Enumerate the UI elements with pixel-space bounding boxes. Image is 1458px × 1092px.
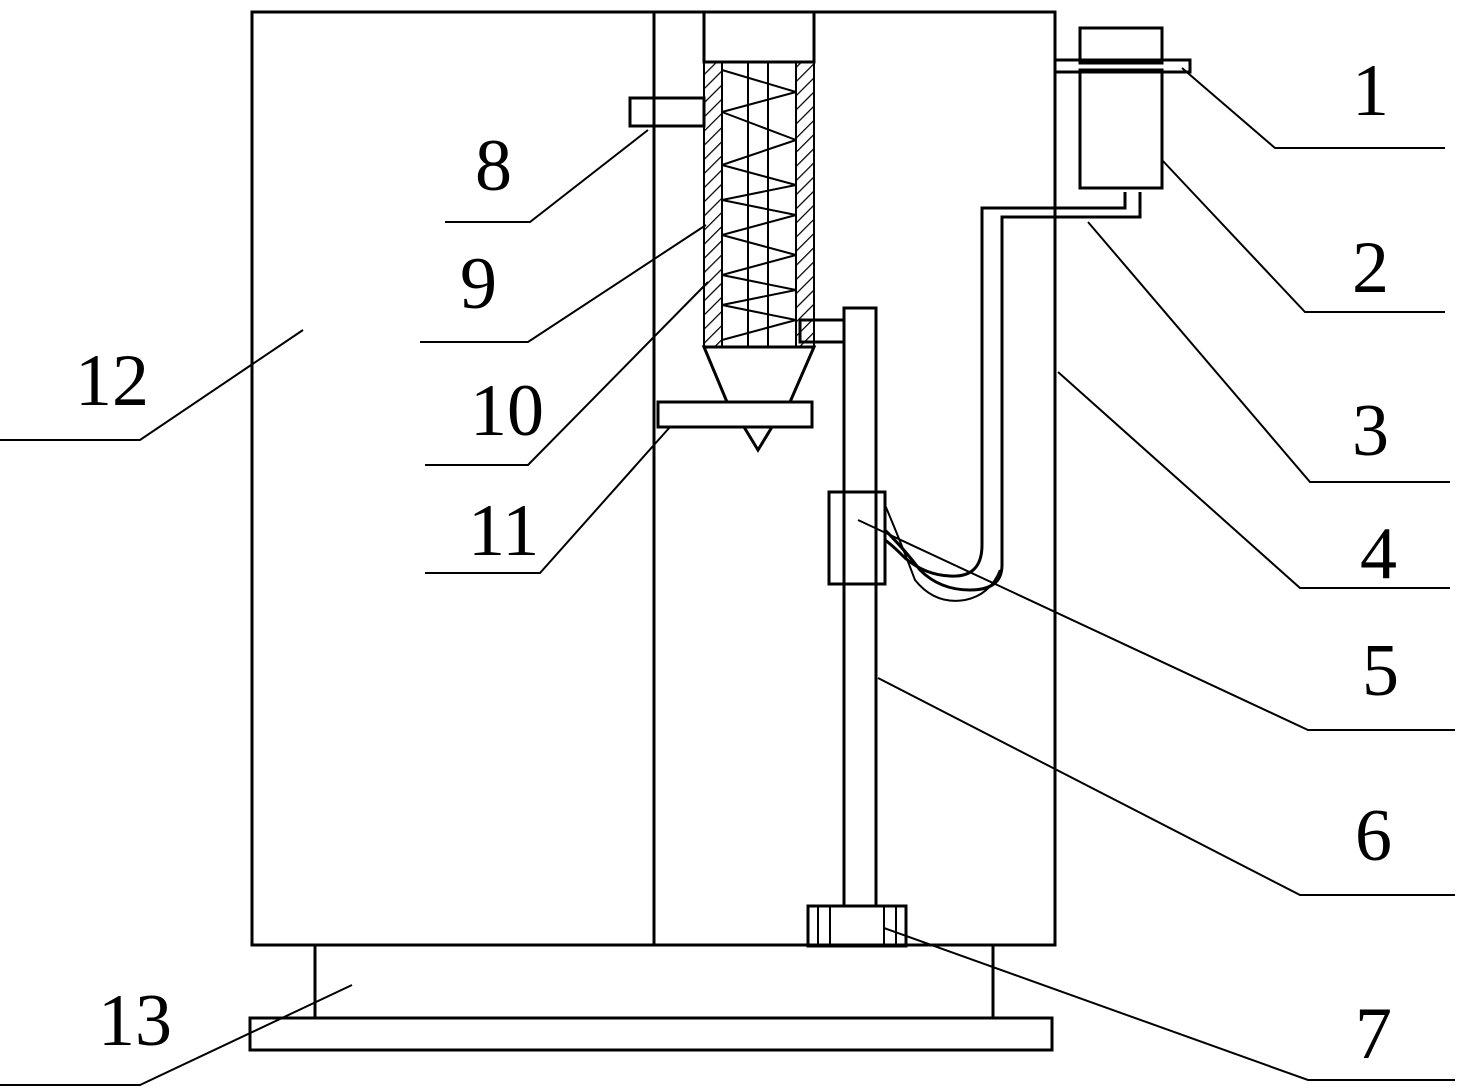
label-9: 9	[460, 243, 497, 325]
leader-lines	[0, 67, 1455, 1086]
leader-8	[445, 129, 649, 223]
leader-7	[883, 927, 1455, 1081]
label-10: 10	[470, 370, 544, 452]
leader-9	[420, 224, 707, 343]
shelf-11	[656, 400, 814, 429]
tube-top-cap	[702, 10, 816, 64]
leader-10	[425, 281, 709, 466]
mount-plate	[1053, 58, 1192, 74]
label-6: 6	[1355, 795, 1392, 877]
pipe-3-inner	[884, 192, 1127, 578]
motor-body	[1078, 68, 1164, 190]
label-4: 4	[1360, 513, 1397, 595]
label-11: 11	[468, 490, 539, 572]
label-1: 1	[1352, 50, 1389, 132]
leader-3	[1087, 221, 1450, 483]
leader-13	[0, 984, 353, 1086]
motor-cap	[1078, 26, 1164, 65]
label-2: 2	[1352, 227, 1389, 309]
leader-1	[1181, 67, 1445, 149]
leader-5	[857, 519, 1455, 731]
bracket-8	[628, 96, 706, 128]
label-8: 8	[475, 125, 512, 207]
label-7: 7	[1355, 993, 1392, 1075]
funnel-nozzle	[701, 345, 817, 404]
base-plate	[248, 1016, 1054, 1052]
label-5: 5	[1362, 630, 1399, 712]
nozzle-tip	[742, 426, 774, 453]
leader-11	[425, 426, 671, 574]
slider-block	[827, 490, 887, 586]
leader-6	[877, 677, 1455, 896]
label-12: 12	[75, 340, 149, 422]
label-3: 3	[1352, 390, 1389, 472]
screw-blades	[721, 69, 797, 341]
pipe-3	[883, 192, 1142, 592]
leader-12	[0, 329, 304, 441]
leader-2	[1161, 159, 1445, 313]
base-bearing	[806, 904, 908, 948]
tube-wall-right	[795, 61, 815, 348]
tube-wall-left	[703, 61, 723, 348]
label-13: 13	[98, 980, 172, 1062]
leader-4	[1057, 371, 1450, 589]
vertical-rod	[842, 306, 878, 908]
